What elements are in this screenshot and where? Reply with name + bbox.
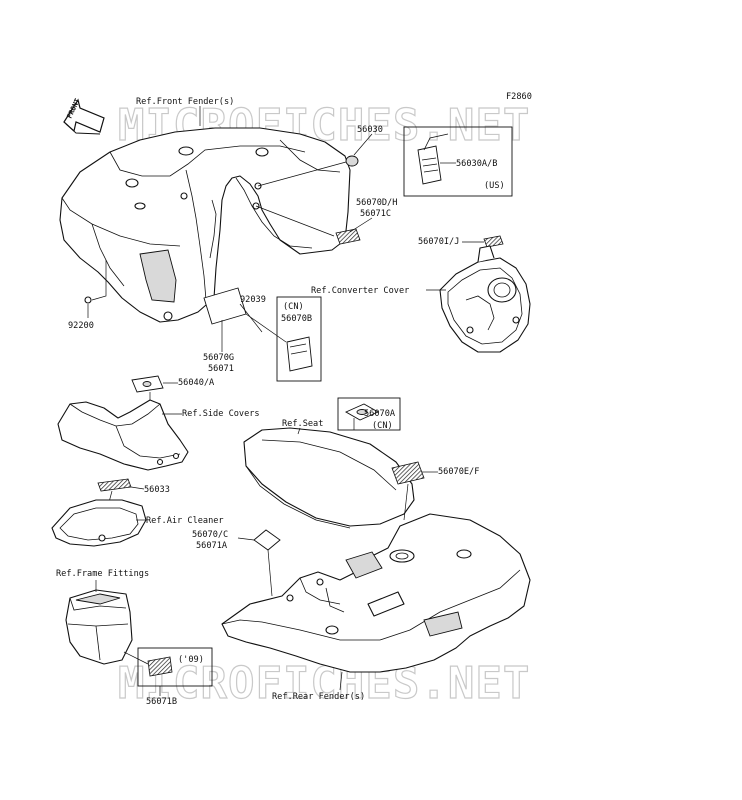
figure-id: F2860 (506, 92, 532, 102)
decal-56070i-j (483, 235, 504, 248)
label-56030a-b: 56030A/B (456, 159, 497, 169)
decal-56070e-f (391, 461, 425, 485)
label-cn-2: (CN) (372, 421, 393, 431)
side-covers-illustration (57, 399, 189, 471)
clip-92200 (84, 296, 92, 304)
frame-fittings-illustration (65, 589, 133, 665)
grommet-56030 (345, 155, 359, 167)
label-56030: 56030 (357, 125, 383, 135)
label-56070c: 56070/C (192, 530, 228, 540)
label-56070d-h: 56070D/H (356, 198, 397, 208)
label-56070e-f: 56070E/F (438, 467, 479, 477)
label-56071: 56071 (208, 364, 234, 374)
decal-56033 (97, 478, 132, 492)
label-56071c: 56071C (360, 209, 391, 219)
box-56070b (276, 296, 322, 382)
decal-56070d-h (335, 228, 361, 245)
label-ref-converter-cover: Ref.Converter Cover (311, 286, 409, 296)
label-56033: 56033 (144, 485, 170, 495)
label-56040-a: 56040/A (178, 378, 215, 388)
label-56070g: 56070G (203, 353, 234, 363)
label-92200: 92200 (68, 321, 94, 331)
label-56070i-j: 56070I/J (418, 237, 459, 247)
decal-56070c (253, 529, 281, 551)
tag-56030a-b (417, 133, 449, 185)
label-ref-seat: Ref.Seat (282, 419, 323, 429)
box-56030a-b (403, 126, 513, 197)
label-us: (US) (484, 181, 505, 191)
label-92039: 92039 (240, 295, 266, 305)
box-56070a (337, 397, 401, 431)
label-y09: ('09) (178, 655, 204, 665)
front-fender-illustration (59, 127, 351, 323)
label-56071b: 56071B (146, 697, 177, 707)
rear-fender-illustration (221, 513, 531, 673)
front-arrow-icon: FRONT (63, 97, 105, 135)
label-ref-air-cleaner: Ref.Air Cleaner (146, 516, 224, 526)
watermark-bottom: MICROFICHES.NET (118, 658, 530, 709)
converter-cover-illustration (439, 245, 531, 353)
air-cleaner-illustration (51, 499, 147, 547)
decal-56070b (286, 336, 313, 372)
label-56070b: 56070B (281, 314, 312, 324)
label-56071a: 56071A (196, 541, 228, 551)
label-ref-rear-fender: Ref.Rear Fender(s) (272, 692, 365, 702)
label-ref-front-fender: Ref.Front Fender(s) (136, 97, 234, 107)
label-ref-side-covers: Ref.Side Covers (182, 409, 260, 419)
label-ref-frame-fittings: Ref.Frame Fittings (56, 569, 149, 579)
box-56071b (137, 647, 213, 687)
seat-illustration (243, 427, 415, 529)
label-cn-1: (CN) (283, 302, 304, 312)
decal-56071b (147, 656, 173, 677)
label-56070a: 56070A (364, 409, 396, 419)
